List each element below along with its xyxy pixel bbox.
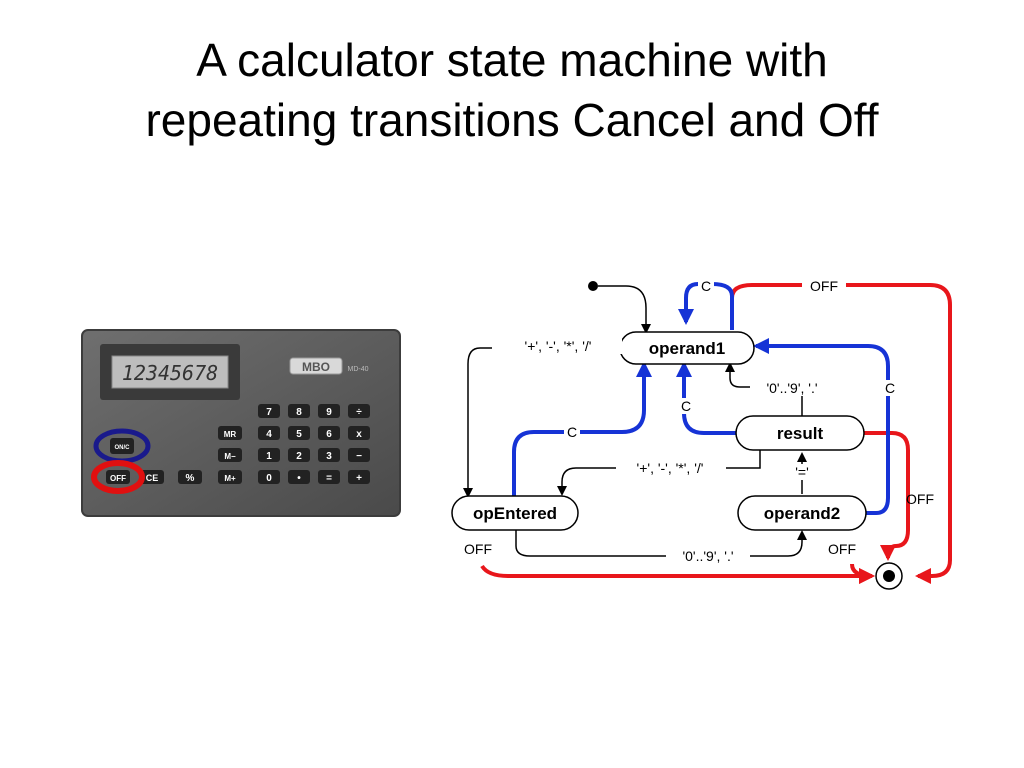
calculator-display (111, 355, 229, 389)
svg-text:+: + (356, 473, 362, 484)
transition-initial (598, 285, 651, 334)
svg-text:5: 5 (296, 429, 302, 440)
svg-text:9: 9 (326, 407, 332, 418)
transition-ops-result (557, 450, 761, 496)
transition-off-operand1-top (730, 283, 952, 584)
key-on-c-label: ON/C (115, 445, 131, 451)
svg-text:4: 4 (266, 429, 272, 440)
label-c-opentered: C (567, 424, 577, 440)
transition-off-opentered (480, 564, 875, 584)
transition-off-result (864, 431, 910, 561)
key-row-4: OFF CE % M+ 0 • = + (106, 470, 370, 484)
svg-text:1: 1 (266, 451, 272, 462)
label-off-top: OFF (810, 278, 838, 294)
label-off-bottom: OFF (828, 541, 856, 557)
svg-text:MR: MR (224, 430, 237, 439)
svg-text:=: = (326, 473, 332, 484)
state-operand2: operand2 (737, 495, 867, 531)
final-state-dot (883, 570, 895, 582)
state-operand2-label: operand2 (764, 504, 841, 523)
svg-text:0: 0 (266, 473, 272, 484)
svg-text:6: 6 (326, 429, 332, 440)
svg-text:8: 8 (296, 407, 302, 418)
state-operand1-label: operand1 (649, 339, 726, 358)
svg-text:OFF: OFF (110, 474, 126, 483)
state-result: result (735, 415, 865, 451)
svg-text:÷: ÷ (356, 407, 362, 418)
svg-text:7: 7 (266, 407, 272, 418)
label-c-result: C (681, 398, 691, 414)
calculator-brand-badge (289, 357, 343, 375)
label-ops-mid: '+', '-', '*', '/' (637, 460, 704, 476)
svg-text:M+: M+ (224, 474, 236, 483)
calculator-brand: MBO (302, 360, 330, 374)
calculator-photo: 12345678 MBO MD-40 7 8 9 ÷ MR 4 5 6 x M−… (81, 329, 401, 517)
state-opentered-label: opEntered (473, 504, 557, 523)
label-digits-bottom: '0'..'9', '.' (682, 548, 733, 564)
svg-text:%: % (186, 473, 195, 484)
key-row-2: MR 4 5 6 x (218, 426, 370, 440)
state-result-label: result (777, 424, 824, 443)
transition-ops-operand1 (463, 347, 622, 498)
svg-text:2: 2 (296, 451, 302, 462)
key-on-c (110, 438, 134, 454)
label-ops-top: '+', '-', '*', '/' (525, 338, 592, 354)
transition-off-operand2 (850, 563, 875, 584)
transition-digits-opentered (515, 530, 807, 557)
state-machine-diagram: operand1 result opEntered operand2 C OFF… (451, 278, 952, 590)
title-line-2: repeating transitions Cancel and Off (145, 94, 879, 146)
svg-text:x: x (356, 429, 362, 440)
title-line-1: A calculator state machine with (196, 34, 828, 86)
slide-title: A calculator state machine with repeatin… (60, 30, 964, 150)
state-opentered: opEntered (451, 495, 579, 531)
calculator-display-text: 12345678 (122, 361, 218, 385)
initial-state-dot (588, 281, 598, 291)
key-row-3: M− 1 2 3 − (218, 448, 370, 462)
off-highlight-ring (91, 460, 145, 494)
label-c-operand2: C (885, 380, 895, 396)
label-equals: '=' (795, 464, 809, 480)
state-operand1: operand1 (619, 331, 755, 365)
label-off-left: OFF (464, 541, 492, 557)
label-digits-top: '0'..'9', '.' (766, 380, 817, 396)
label-c-top: C (701, 278, 711, 294)
svg-text:M−: M− (224, 452, 236, 461)
calculator-model: MD-40 (347, 366, 368, 373)
label-off-right: OFF (906, 491, 934, 507)
svg-text:•: • (297, 473, 301, 484)
transition-digits-selfloop (725, 362, 750, 388)
transition-c-operand2 (753, 338, 890, 515)
svg-text:3: 3 (326, 451, 332, 462)
svg-text:CE: CE (146, 473, 159, 483)
svg-text:−: − (356, 451, 362, 462)
key-row-1: 7 8 9 ÷ (258, 404, 370, 418)
